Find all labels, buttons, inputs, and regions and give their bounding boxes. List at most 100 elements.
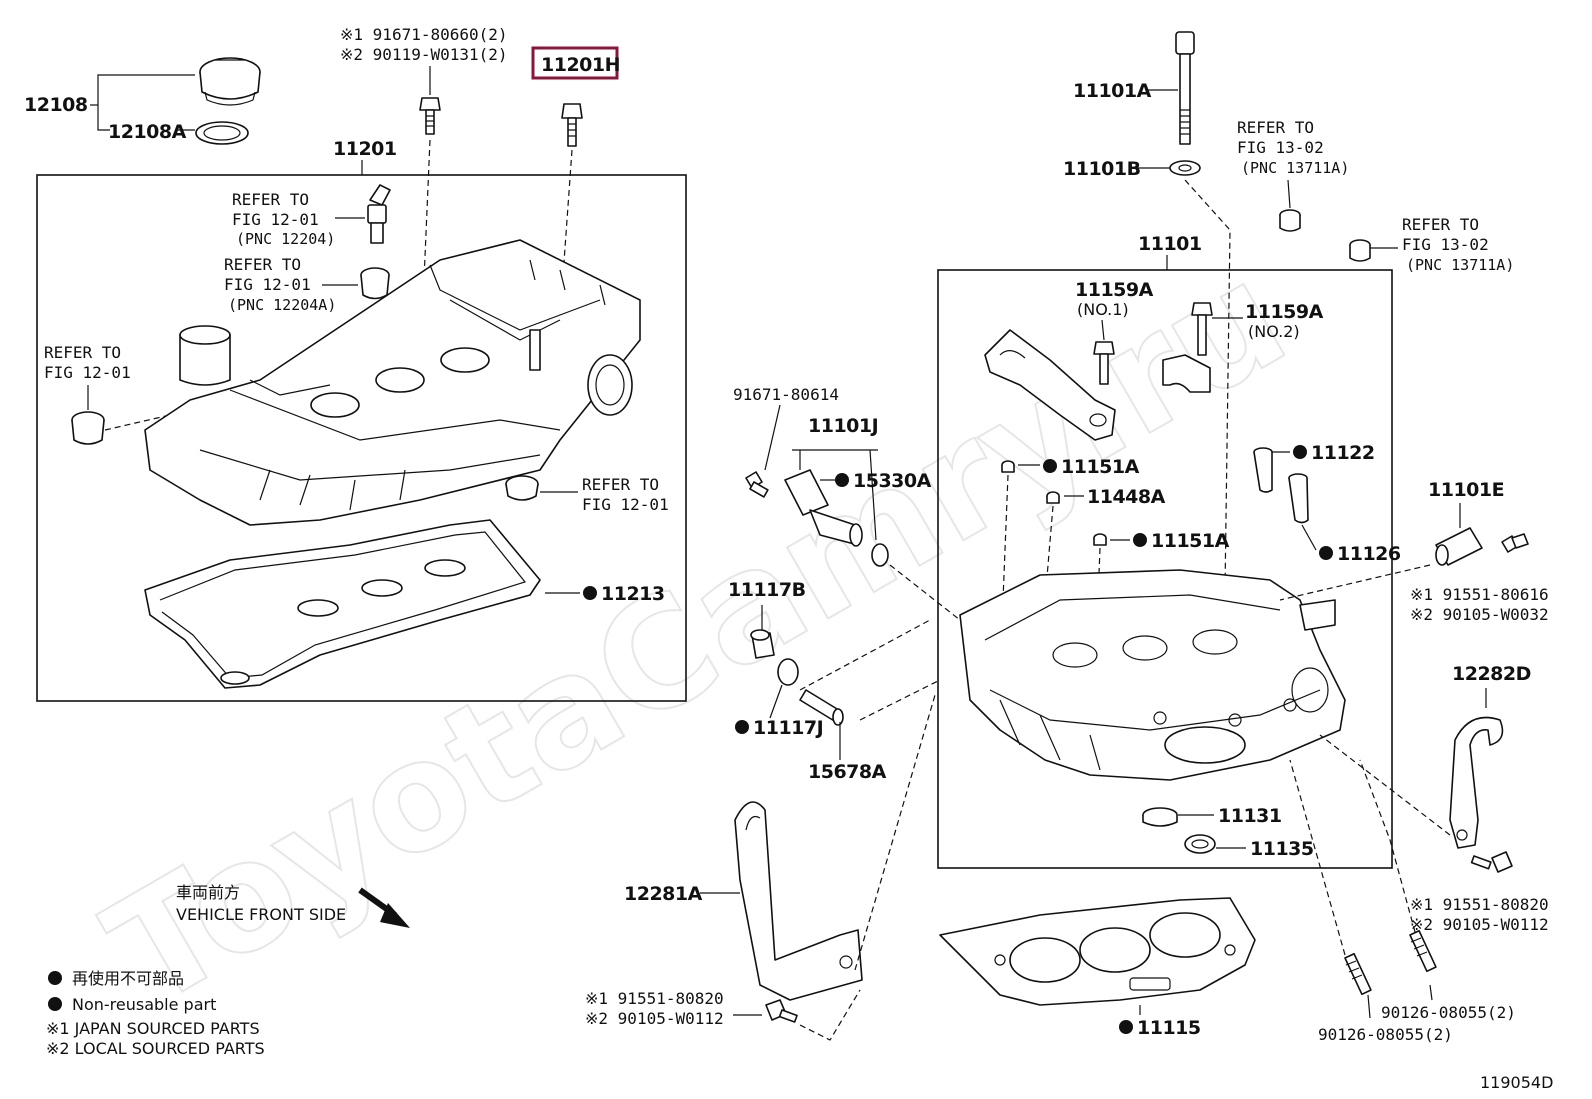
- label-11159A-no2[interactable]: 11159A: [1245, 301, 1324, 323]
- dowel-pin-1[interactable]: [1001, 460, 1015, 473]
- cam-bearing-bolt-no2[interactable]: [1191, 302, 1213, 356]
- intake-valve-guide[interactable]: [1253, 447, 1273, 493]
- plug-upper[interactable]: [1279, 209, 1301, 232]
- oil-screen-plug[interactable]: [750, 629, 775, 659]
- bolt-note-d-2: ※2 90105-W0112: [1410, 915, 1549, 934]
- label-12281A[interactable]: 12281A: [624, 883, 703, 905]
- legend-nonreusable-en: Non-reusable part: [72, 995, 216, 1014]
- label-11151A-2[interactable]: 11151A: [1151, 530, 1230, 552]
- label-12282D[interactable]: 12282D: [1452, 663, 1531, 685]
- plug-seal-ring[interactable]: [1184, 834, 1216, 854]
- ref5-line2: FIG 13-02: [1237, 138, 1324, 157]
- label-no2: (NO.2): [1248, 322, 1300, 341]
- ref2-line1: REFER TO: [224, 255, 301, 274]
- plug-right[interactable]: [1349, 239, 1371, 262]
- label-11115[interactable]: 11115: [1137, 1017, 1201, 1039]
- temperature-sensor[interactable]: [1435, 527, 1483, 566]
- head-cover-gasket[interactable]: [144, 519, 541, 689]
- cylinder-head-cover[interactable]: [144, 239, 641, 526]
- diagram-code: 119054D: [1480, 1073, 1553, 1092]
- sensor-bolt[interactable]: [1501, 533, 1529, 553]
- head-bolt[interactable]: [1175, 31, 1195, 145]
- stud-bolt-11201H[interactable]: [561, 103, 583, 147]
- label-11213[interactable]: 11213: [601, 583, 665, 605]
- ref1-line1: REFER TO: [232, 190, 309, 209]
- pcv-valve[interactable]: [367, 184, 391, 244]
- legend-note-2: ※2 LOCAL SOURCED PARTS: [46, 1039, 265, 1058]
- head-group-frame: [937, 269, 1393, 869]
- legend-dot-en: [48, 997, 62, 1011]
- label-11117B[interactable]: 11117B: [728, 579, 806, 601]
- label-11126[interactable]: 11126: [1337, 543, 1401, 565]
- stud-left[interactable]: [1344, 952, 1372, 996]
- ocv-bolt[interactable]: [745, 471, 769, 498]
- cover-grommet-right[interactable]: [505, 475, 539, 501]
- engine-hanger-rear[interactable]: [1449, 716, 1504, 849]
- pcv-grommet[interactable]: [360, 267, 390, 300]
- exhaust-valve-seal[interactable]: [1142, 807, 1178, 827]
- stud-right[interactable]: [1409, 929, 1437, 973]
- label-90126-a[interactable]: 90126-08055(2): [1381, 1003, 1516, 1022]
- cylinder-head[interactable]: [959, 569, 1346, 781]
- highlight-box-11201H[interactable]: [531, 46, 619, 80]
- hanger-bolt-rear[interactable]: [1470, 851, 1513, 873]
- head-bolt-washer[interactable]: [1169, 160, 1201, 176]
- bolt-note-top-1: ※1 91671-80660(2): [340, 25, 508, 44]
- label-91671-80614[interactable]: 91671-80614: [733, 385, 839, 404]
- label-90126-b[interactable]: 90126-08055(2): [1318, 1025, 1453, 1044]
- bolt-note-a-1: ※1 91551-80820: [585, 989, 724, 1008]
- ref6-line2: FIG 13-02: [1402, 235, 1489, 254]
- label-11159A-no1[interactable]: 11159A: [1075, 279, 1154, 301]
- dowel-pin-2[interactable]: [1093, 533, 1107, 546]
- legend-nonreusable-jp: 再使用不可部品: [72, 969, 184, 988]
- nonreusable-dot-11213: [583, 586, 597, 600]
- label-11201[interactable]: 11201: [333, 138, 397, 160]
- bolt-note-e-1: ※1 91551-80616: [1410, 585, 1549, 604]
- hanger-bolt-front[interactable]: [765, 999, 798, 1023]
- label-15678A[interactable]: 15678A: [808, 761, 887, 783]
- label-11101[interactable]: 11101: [1138, 233, 1202, 255]
- filler-cap-gasket[interactable]: [195, 121, 249, 145]
- ref6-line3: (PNC 13711A): [1406, 256, 1514, 274]
- nonreusable-dot-11117J: [735, 720, 749, 734]
- label-11101J[interactable]: 11101J: [808, 415, 879, 437]
- cam-bearing-bolt-no1[interactable]: [1093, 341, 1115, 385]
- label-12108A[interactable]: 12108A: [108, 121, 187, 143]
- label-11135[interactable]: 11135: [1250, 838, 1314, 860]
- oil-filler-cap[interactable]: [199, 57, 261, 106]
- engine-hanger-front[interactable]: [734, 801, 863, 1001]
- exhaust-valve-guide[interactable]: [1288, 473, 1309, 524]
- ref1-line3: (PNC 12204): [236, 230, 335, 248]
- label-11151A-1[interactable]: 11151A: [1061, 456, 1140, 478]
- nonreusable-dot-11151A-2: [1133, 533, 1147, 547]
- cover-grommet-left[interactable]: [71, 411, 105, 445]
- label-15330A[interactable]: 15330A: [853, 470, 932, 492]
- bolt-note-a-2: ※2 90105-W0112: [585, 1009, 724, 1028]
- ref4-line2: FIG 12-01: [582, 495, 669, 514]
- label-11101E[interactable]: 11101E: [1428, 479, 1505, 501]
- cover-bolt[interactable]: [419, 97, 441, 135]
- vehicle-front-arrow-icon: [358, 887, 410, 928]
- ref2-line2: FIG 12-01: [224, 275, 311, 294]
- label-11131[interactable]: 11131: [1218, 805, 1282, 827]
- oil-screen[interactable]: [799, 689, 844, 726]
- label-11201H[interactable]: 11201H: [541, 54, 621, 76]
- ocv-oring[interactable]: [871, 543, 889, 567]
- label-11122[interactable]: 11122: [1311, 442, 1375, 464]
- oil-control-valve[interactable]: [784, 469, 863, 547]
- legend-dot-jp: [48, 971, 62, 985]
- camshaft-bearing-cap-no1[interactable]: [984, 329, 1116, 441]
- ring-pin[interactable]: [1046, 491, 1060, 504]
- plug-gasket[interactable]: [777, 658, 799, 686]
- label-12108[interactable]: 12108: [24, 94, 88, 116]
- label-11117J[interactable]: 11117J: [753, 717, 824, 739]
- label-11101A[interactable]: 11101A: [1073, 80, 1152, 102]
- label-11101B[interactable]: 11101B: [1063, 158, 1141, 180]
- cylinder-head-gasket[interactable]: [939, 897, 1256, 1006]
- camshaft-bearing-cap-no2[interactable]: [1162, 354, 1211, 393]
- legend-note-1: ※1 JAPAN SOURCED PARTS: [46, 1019, 260, 1038]
- label-11448A[interactable]: 11448A: [1087, 486, 1166, 508]
- ref4-line1: REFER TO: [582, 475, 659, 494]
- label-no1: (NO.1): [1077, 300, 1129, 319]
